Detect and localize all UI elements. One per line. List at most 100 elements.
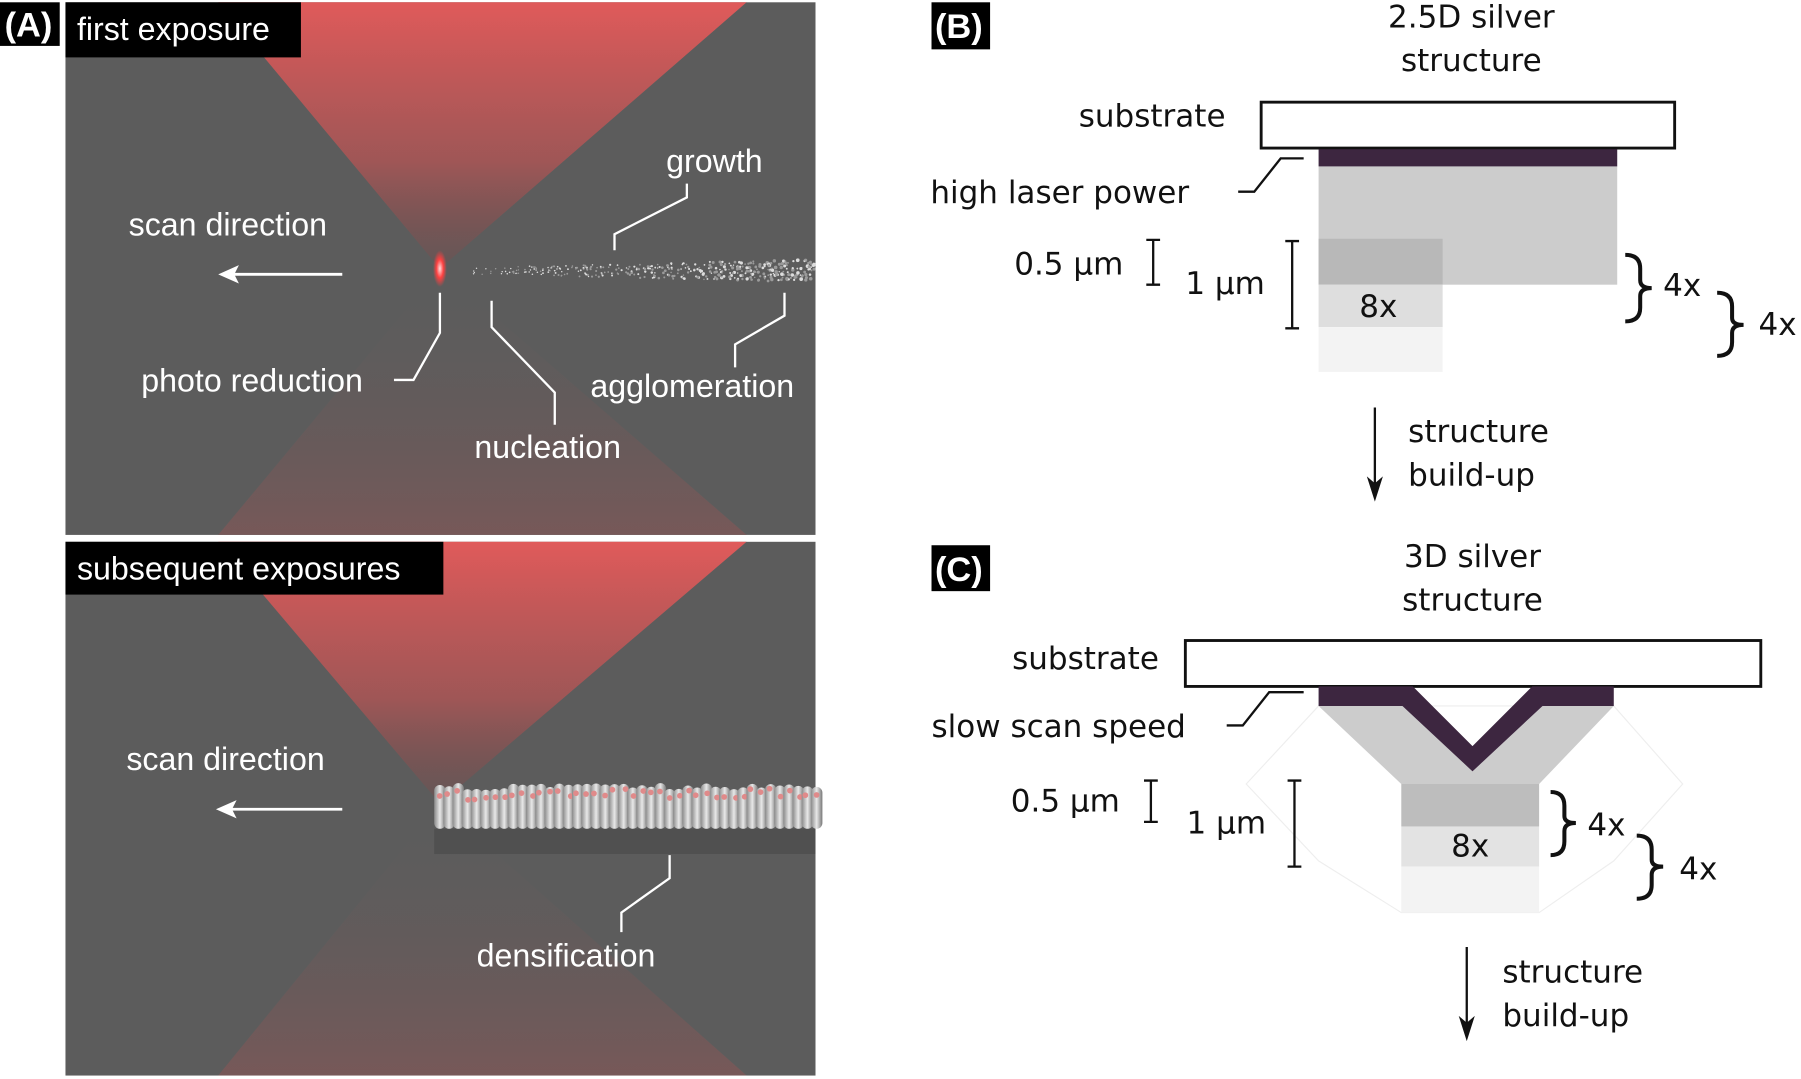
- tag-box-b: [931, 2, 991, 50]
- pillar-highlight: [813, 792, 820, 798]
- silver-pillar: [783, 784, 795, 829]
- silver-particle: [582, 264, 585, 267]
- pillar-highlight: [787, 787, 793, 794]
- silver-particle: [609, 263, 612, 266]
- silver-particle: [710, 272, 713, 274]
- silver-particle: [811, 263, 816, 267]
- silver-particle: [686, 271, 690, 274]
- silver-particle: [723, 262, 727, 266]
- silver-particle: [721, 260, 724, 264]
- silver-particle: [752, 260, 755, 263]
- silver-particle: [586, 268, 589, 271]
- condition-label: slow scan speed: [932, 709, 1186, 745]
- silver-particle: [785, 267, 788, 270]
- panel-title: subsequent exposures: [77, 551, 401, 587]
- silver-pillar: [810, 786, 823, 829]
- photo-reduction-leader-line: [393, 292, 442, 382]
- silver-particle: [556, 265, 559, 268]
- silver-particle: [729, 264, 732, 267]
- silver-particle: [510, 267, 512, 270]
- arrow-label-line-1: structure: [1502, 955, 1643, 991]
- silver-particle: [617, 273, 620, 275]
- silver-particle: [627, 268, 630, 271]
- silver-particle: [533, 266, 535, 268]
- silver-particle: [752, 262, 755, 265]
- silver-particle: [751, 274, 754, 277]
- silver-pillar: [654, 783, 667, 829]
- silver-particle: [767, 264, 771, 267]
- agglomeration-label: agglomeration: [590, 368, 794, 404]
- silver-particle: [779, 265, 783, 270]
- silver-particle: [647, 267, 650, 270]
- silver-particle: [654, 272, 656, 274]
- tag-box-c: [931, 545, 991, 592]
- silver-particle: [757, 278, 760, 282]
- silver-particle: [547, 266, 549, 269]
- silver-particle: [597, 275, 600, 278]
- pillar-highlight: [444, 791, 450, 797]
- pillar-highlight: [630, 793, 637, 799]
- silver-pillar: [489, 788, 501, 829]
- silver-pillar: [516, 784, 529, 829]
- silver-particle: [803, 270, 807, 274]
- silver-particle: [682, 277, 686, 281]
- silver-particle: [728, 262, 731, 265]
- brace-icon: [1625, 252, 1652, 324]
- silver-particle: [643, 275, 646, 279]
- silver-particle: [769, 273, 772, 276]
- silver-particle: [481, 273, 483, 276]
- silver-particle: [738, 267, 742, 271]
- silver-particle: [553, 269, 556, 272]
- silver-particle: [676, 272, 679, 275]
- scale-small-label: 0.5 µm: [1011, 784, 1120, 820]
- silver-particle: [512, 270, 515, 273]
- silver-particle: [551, 265, 553, 268]
- silver-pillar: [691, 787, 703, 829]
- pillar-highlight: [777, 793, 784, 800]
- silver-particle: [561, 270, 563, 273]
- pillar-highlight: [640, 788, 647, 794]
- pillar-highlight: [802, 792, 809, 799]
- arrow-left-icon: [218, 265, 343, 284]
- silver-particle: [620, 269, 623, 272]
- panel-title: first exposure: [77, 11, 270, 47]
- silver-particle: [754, 265, 758, 269]
- silver-particle: [721, 276, 723, 278]
- pillar-highlight: [492, 794, 499, 801]
- pillar-highlight: [554, 788, 561, 794]
- silver-particle: [636, 267, 638, 269]
- silver-particle: [810, 263, 813, 266]
- silver-particle: [504, 267, 506, 269]
- silver-pillar: [746, 783, 759, 829]
- silver-particle: [553, 274, 555, 277]
- silver-particle: [554, 271, 557, 274]
- densification-label: densification: [477, 938, 656, 974]
- silver-particle: [686, 265, 690, 269]
- silver-particle: [540, 273, 543, 276]
- tag-box-a: [0, 2, 60, 46]
- silver-particle: [781, 276, 784, 279]
- silver-particle: [517, 266, 519, 268]
- silver-particle: [533, 268, 536, 270]
- silver-particle: [713, 270, 717, 274]
- agglomeration-leader-line: [733, 292, 786, 368]
- silver-particle: [716, 274, 719, 276]
- pillar-highlight: [797, 794, 803, 800]
- silver-pillar: [682, 785, 694, 829]
- pillar-highlight: [436, 793, 443, 799]
- silver-particle: [585, 273, 588, 276]
- silver-particle: [758, 264, 762, 268]
- pillar-highlight: [622, 786, 629, 792]
- silver-particle: [774, 270, 778, 274]
- silver-particle: [736, 265, 740, 269]
- silver-particle: [681, 263, 684, 266]
- pillar-highlight: [547, 788, 553, 795]
- silver-particle: [696, 275, 700, 279]
- silver-particle: [787, 278, 790, 281]
- silver-particle: [731, 266, 735, 270]
- silver-particle: [549, 270, 551, 272]
- silver-particle: [567, 268, 569, 271]
- silver-particle: [542, 272, 544, 275]
- repeat-4x-label-2: 4x: [1759, 307, 1797, 343]
